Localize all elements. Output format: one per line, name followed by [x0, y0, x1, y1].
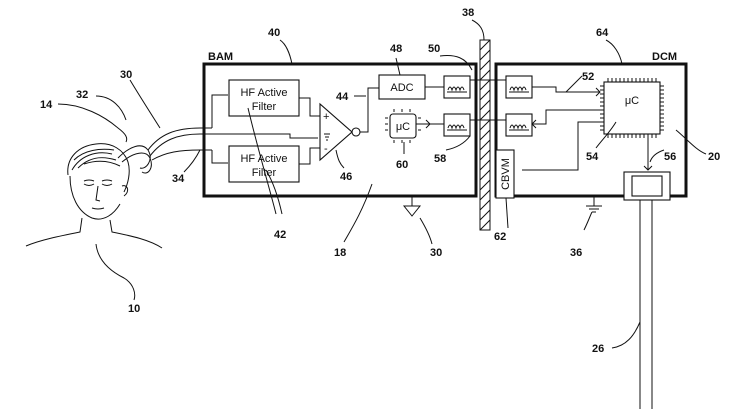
- bam-label: BAM: [208, 51, 233, 63]
- ref-38: 38: [462, 7, 474, 19]
- ref-54: 54: [586, 151, 599, 163]
- ref-60: 60: [396, 159, 408, 171]
- ref-40: 40: [268, 27, 280, 39]
- filter-top-line2: Filter: [252, 101, 277, 113]
- labels: BAM DCM HF Active Filter HF Active Filte…: [40, 7, 720, 355]
- dcm-label: DCM: [652, 51, 677, 63]
- ref-50: 50: [428, 43, 440, 55]
- patient-figure: [26, 144, 162, 300]
- uc-large-label: μC: [625, 95, 639, 107]
- amp-plus-sign: +: [323, 111, 329, 123]
- ref-26: 26: [592, 343, 604, 355]
- dcm-module: [470, 40, 706, 409]
- ref-56: 56: [664, 151, 676, 163]
- ref-42: 42: [274, 229, 286, 241]
- adc-label: ADC: [390, 82, 413, 94]
- ref-18: 18: [334, 247, 346, 259]
- ref-30-electrode: 30: [120, 69, 132, 81]
- amplifier-output-bubble: [352, 128, 360, 136]
- filter-bottom-line1: HF Active: [240, 153, 287, 165]
- ref-46: 46: [340, 171, 352, 183]
- ref-36: 36: [570, 247, 582, 259]
- ref-20: 20: [708, 151, 720, 163]
- ref-48: 48: [390, 43, 402, 55]
- ref-10: 10: [128, 303, 140, 315]
- ref-32: 32: [76, 89, 88, 101]
- ref-30-ground: 30: [430, 247, 442, 259]
- amp-minus-sign: -: [324, 143, 328, 155]
- ref-34: 34: [172, 173, 185, 185]
- cable-connector-inner: [632, 176, 662, 196]
- ref-64: 64: [596, 27, 609, 39]
- ref-62: 62: [494, 231, 506, 243]
- dcm-microcontroller: [604, 82, 660, 134]
- bam-module: [204, 40, 476, 244]
- ref-14: 14: [40, 99, 53, 111]
- cbvm-label: CBVM: [500, 158, 512, 190]
- filter-bottom-line2: Filter: [252, 167, 277, 179]
- ref-58: 58: [434, 153, 446, 165]
- filter-top-line1: HF Active: [240, 87, 287, 99]
- ref-52: 52: [582, 71, 594, 83]
- ref-44: 44: [336, 91, 349, 103]
- uc-small-label: μC: [396, 121, 410, 133]
